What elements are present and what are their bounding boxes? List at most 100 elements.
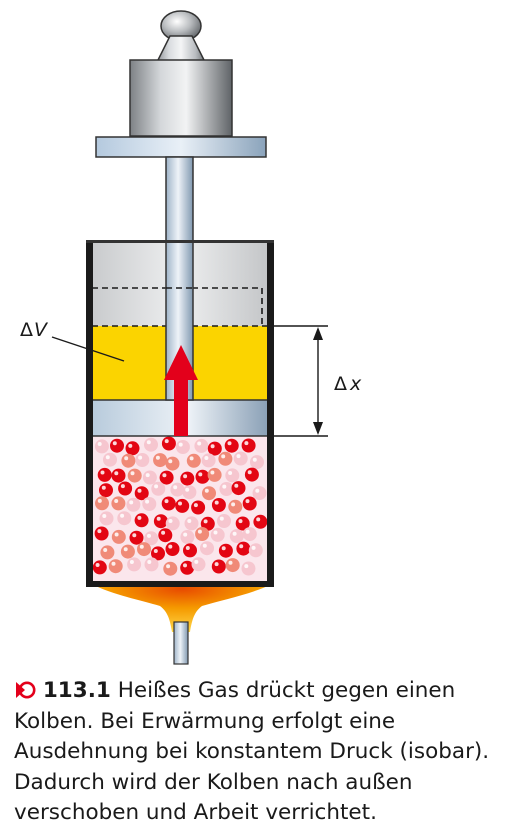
figure-marker-icon — [16, 681, 36, 699]
gas-particle — [117, 511, 132, 526]
gas-particle-highlight — [114, 499, 119, 503]
gas-particle — [92, 560, 107, 575]
delta-v-symbol: Δ — [20, 319, 33, 341]
gas-particle-highlight — [221, 546, 226, 551]
gas-particle — [180, 471, 195, 486]
gas-particle-highlight — [256, 517, 261, 522]
gas-particle — [161, 496, 176, 511]
gas-particle-highlight — [213, 530, 218, 535]
gas-particle-highlight — [189, 456, 194, 461]
gas-particle-highlight — [129, 500, 134, 505]
gas-particle-highlight — [114, 532, 119, 537]
gas-particle — [165, 456, 180, 471]
gas-particle-highlight — [185, 487, 190, 492]
gas-particle — [165, 516, 180, 531]
gas-particle-highlight — [222, 484, 227, 489]
flame — [92, 584, 272, 665]
gas-particle — [108, 559, 123, 574]
delta-v-label: ΔV — [20, 319, 49, 341]
gas-particle — [231, 481, 246, 496]
gas-particle-highlight — [97, 442, 102, 446]
gas-particle — [126, 497, 141, 512]
gas-particle-highlight — [221, 454, 226, 459]
gas-particle — [165, 542, 180, 556]
gas-particle-highlight — [147, 533, 151, 538]
gas-particle — [95, 496, 109, 511]
load-plate — [95, 136, 267, 158]
gas-particle — [170, 482, 185, 497]
gas-particle — [241, 561, 256, 576]
gas-particle — [253, 514, 268, 529]
gas-particle-highlight — [183, 474, 188, 479]
gas-particle-highlight — [194, 559, 199, 564]
gas-particle-highlight — [147, 560, 152, 564]
gas-particle-highlight — [101, 485, 106, 490]
gas-particle — [184, 516, 199, 531]
gas-particle-highlight — [214, 500, 219, 505]
gas-particle-highlight — [197, 441, 202, 446]
gas-particle-highlight — [105, 455, 110, 460]
gas-particle — [219, 482, 234, 496]
gas-particle — [163, 561, 178, 576]
gas-particle-highlight — [239, 544, 244, 549]
gas-particle — [127, 468, 142, 483]
gas-particle — [103, 452, 117, 467]
cylinder-walls — [86, 240, 274, 587]
gas-particle-highlight — [193, 503, 198, 508]
gas-particle — [159, 470, 174, 485]
gas-particle-highlight — [95, 563, 100, 567]
gas-particle — [211, 559, 226, 574]
gas-particle — [144, 437, 158, 452]
gas-particle-highlight — [228, 471, 233, 475]
gas-particle-highlight — [168, 459, 173, 464]
gas-particle-highlight — [232, 531, 237, 536]
gas-particle-highlight — [138, 455, 143, 460]
gas-particle-highlight — [161, 530, 166, 535]
gas-particle — [175, 498, 190, 513]
gas-particle-highlight — [210, 470, 215, 475]
gas-particle — [200, 541, 214, 556]
gas-particle — [202, 486, 216, 501]
gas-particle-highlight — [155, 455, 160, 460]
gas-particle-highlight — [245, 499, 250, 504]
gas-particle — [161, 436, 176, 451]
gas-particles — [92, 436, 268, 576]
delta-v-variable: V — [34, 319, 49, 341]
gas-particle — [252, 486, 267, 501]
delta-v-pointer — [51, 336, 125, 362]
gas-particle — [94, 526, 109, 541]
gas-particle — [111, 468, 126, 483]
gas-particle-highlight — [129, 560, 134, 564]
gas-particle-highlight — [183, 563, 187, 568]
gas-particle-highlight — [247, 470, 252, 475]
gas-particle-highlight — [137, 515, 142, 520]
gas-particle-highlight — [228, 560, 233, 565]
burner-tube — [173, 621, 189, 665]
gas-particle-highlight — [197, 529, 202, 534]
gas-particle-highlight — [102, 514, 107, 518]
gas-particle-highlight — [112, 441, 117, 446]
gas-particle-highlight — [173, 485, 178, 490]
gas-particle — [153, 453, 168, 468]
gas-particle — [111, 496, 126, 511]
gas-particle — [242, 527, 257, 542]
gas-particle-highlight — [168, 544, 173, 549]
gas-particle — [210, 527, 225, 542]
gas-particle — [158, 528, 173, 543]
gas-particle-highlight — [164, 439, 169, 444]
gas-particle-highlight — [252, 457, 257, 462]
gas-particle — [194, 438, 209, 453]
gas-particle-highlight — [124, 456, 129, 461]
gas-particle — [99, 483, 113, 498]
gas-particle — [144, 557, 159, 572]
gas-particle-highlight — [132, 533, 137, 538]
gas-particle — [118, 481, 133, 496]
gas-particle — [191, 557, 206, 572]
gas-particle-highlight — [166, 564, 171, 569]
gas-particle — [125, 441, 140, 456]
gas-particle — [236, 541, 251, 556]
weight-block — [129, 59, 233, 137]
gas-particle — [207, 441, 222, 456]
gas-particle-highlight — [185, 546, 190, 550]
